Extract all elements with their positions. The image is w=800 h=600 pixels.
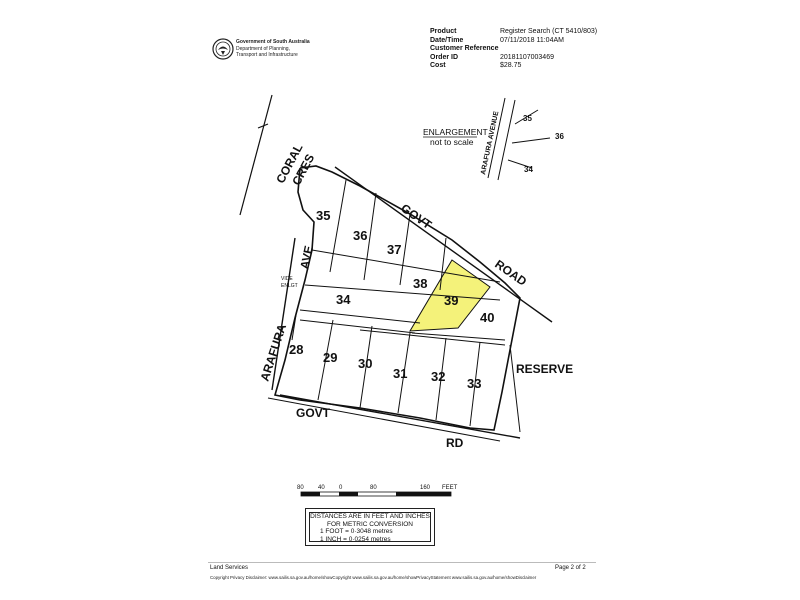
notes-line-1: DISTANCES ARE IN FEET AND INCHES (310, 513, 430, 520)
lot-number-30: 30 (358, 356, 372, 371)
north-line (239, 94, 273, 216)
road-name-govt-bottom: GOVT (296, 406, 331, 420)
agency-line-3: Transport and Infrastructure (236, 52, 298, 58)
allotment-boundary (273, 165, 521, 431)
govt-road-edge (334, 166, 553, 323)
state-seal-icon (212, 38, 234, 60)
scale-unit: FEET (442, 485, 458, 491)
arafura-ave-edge (271, 237, 296, 391)
lot-lines (291, 179, 506, 427)
notes-line-4: 1 INCH = 0·0254 metres (320, 535, 391, 543)
metric-conversion-inner: DISTANCES ARE IN FEET AND INCHES FOR MET… (309, 512, 431, 543)
meta-value: $28.75 (500, 62, 522, 70)
notes-line-3: 1 FOOT = 0·3048 metres (320, 528, 393, 535)
lot-number-36: 36 (353, 228, 367, 243)
metric-conversion-box: DISTANCES ARE IN FEET AND INCHES FOR MET… (305, 508, 435, 546)
footer-agency: Land Services (210, 565, 249, 571)
footer-page-number: Page 2 of 2 (555, 565, 586, 571)
road-name-arafura: ARAFURA (258, 322, 290, 383)
enlgt-label: ENLGT (281, 283, 298, 289)
meta-key: Cost (430, 62, 446, 70)
scale-bar (300, 491, 452, 497)
enlargement-lot-36: 36 (555, 132, 564, 141)
meta-key: Date/Time (430, 36, 464, 44)
road-name-ave: AVE (297, 244, 316, 270)
meta-key: Customer Reference (430, 45, 499, 53)
scale-tick-160: 160 (420, 485, 431, 491)
lot-number-35: 35 (316, 208, 330, 223)
lot-number-40: 40 (480, 310, 494, 325)
scale-tick-40: 40 (318, 485, 325, 491)
enlargement-subtitle: not to scale (430, 137, 474, 147)
lot-number-38: 38 (413, 276, 427, 291)
agency-line-1: Government of South Australia (236, 39, 310, 45)
footer-copyright: Copyright Privacy Disclaimer: www.sailis… (210, 575, 537, 580)
road-name-reserve: RESERVE (516, 362, 573, 376)
lot-number-33: 33 (467, 376, 481, 391)
vide-label: VIDE (281, 276, 293, 282)
lot-number-39: 39 (444, 293, 458, 308)
agency-name: Government of South Australia Department… (236, 39, 310, 59)
reserve-edge (509, 344, 521, 433)
meta-value: Register Search (CT 5410/803) (500, 28, 598, 35)
scale-tick-80-left: 80 (297, 485, 304, 491)
govt-rd-edge-2 (267, 397, 501, 442)
footer-divider (208, 562, 596, 563)
meta-value: 20181107003469 (500, 53, 554, 61)
government-logo: Government of South Australia Department… (212, 38, 332, 68)
road-name-rd: RD (446, 436, 464, 450)
enlargement-title: ENLARGEMENT (423, 127, 488, 137)
lot-number-29: 29 (323, 350, 337, 365)
lot-number-37: 37 (387, 242, 401, 257)
enlargement-inset (487, 97, 551, 181)
agency-line-2: Department of Planning, (236, 45, 290, 52)
lot-number-31: 31 (393, 366, 407, 381)
meta-key: Product (430, 28, 457, 35)
scale-tick-80-right: 80 (370, 485, 377, 491)
north-tick (257, 123, 269, 129)
lot-number-34: 34 (336, 292, 351, 307)
scale-tick-0: 0 (339, 485, 343, 491)
meta-key: Order ID (430, 53, 459, 61)
lot-number-28: 28 (289, 342, 303, 357)
govt-rd-edge-1 (279, 394, 521, 439)
lot-number-32: 32 (431, 369, 445, 384)
enlargement-lot-35: 35 (523, 114, 532, 123)
notes-line-2: FOR METRIC CONVERSION (327, 520, 413, 528)
enlargement-lot-34: 34 (524, 165, 533, 174)
meta-value: 07/11/2018 11:04AM (500, 36, 564, 44)
